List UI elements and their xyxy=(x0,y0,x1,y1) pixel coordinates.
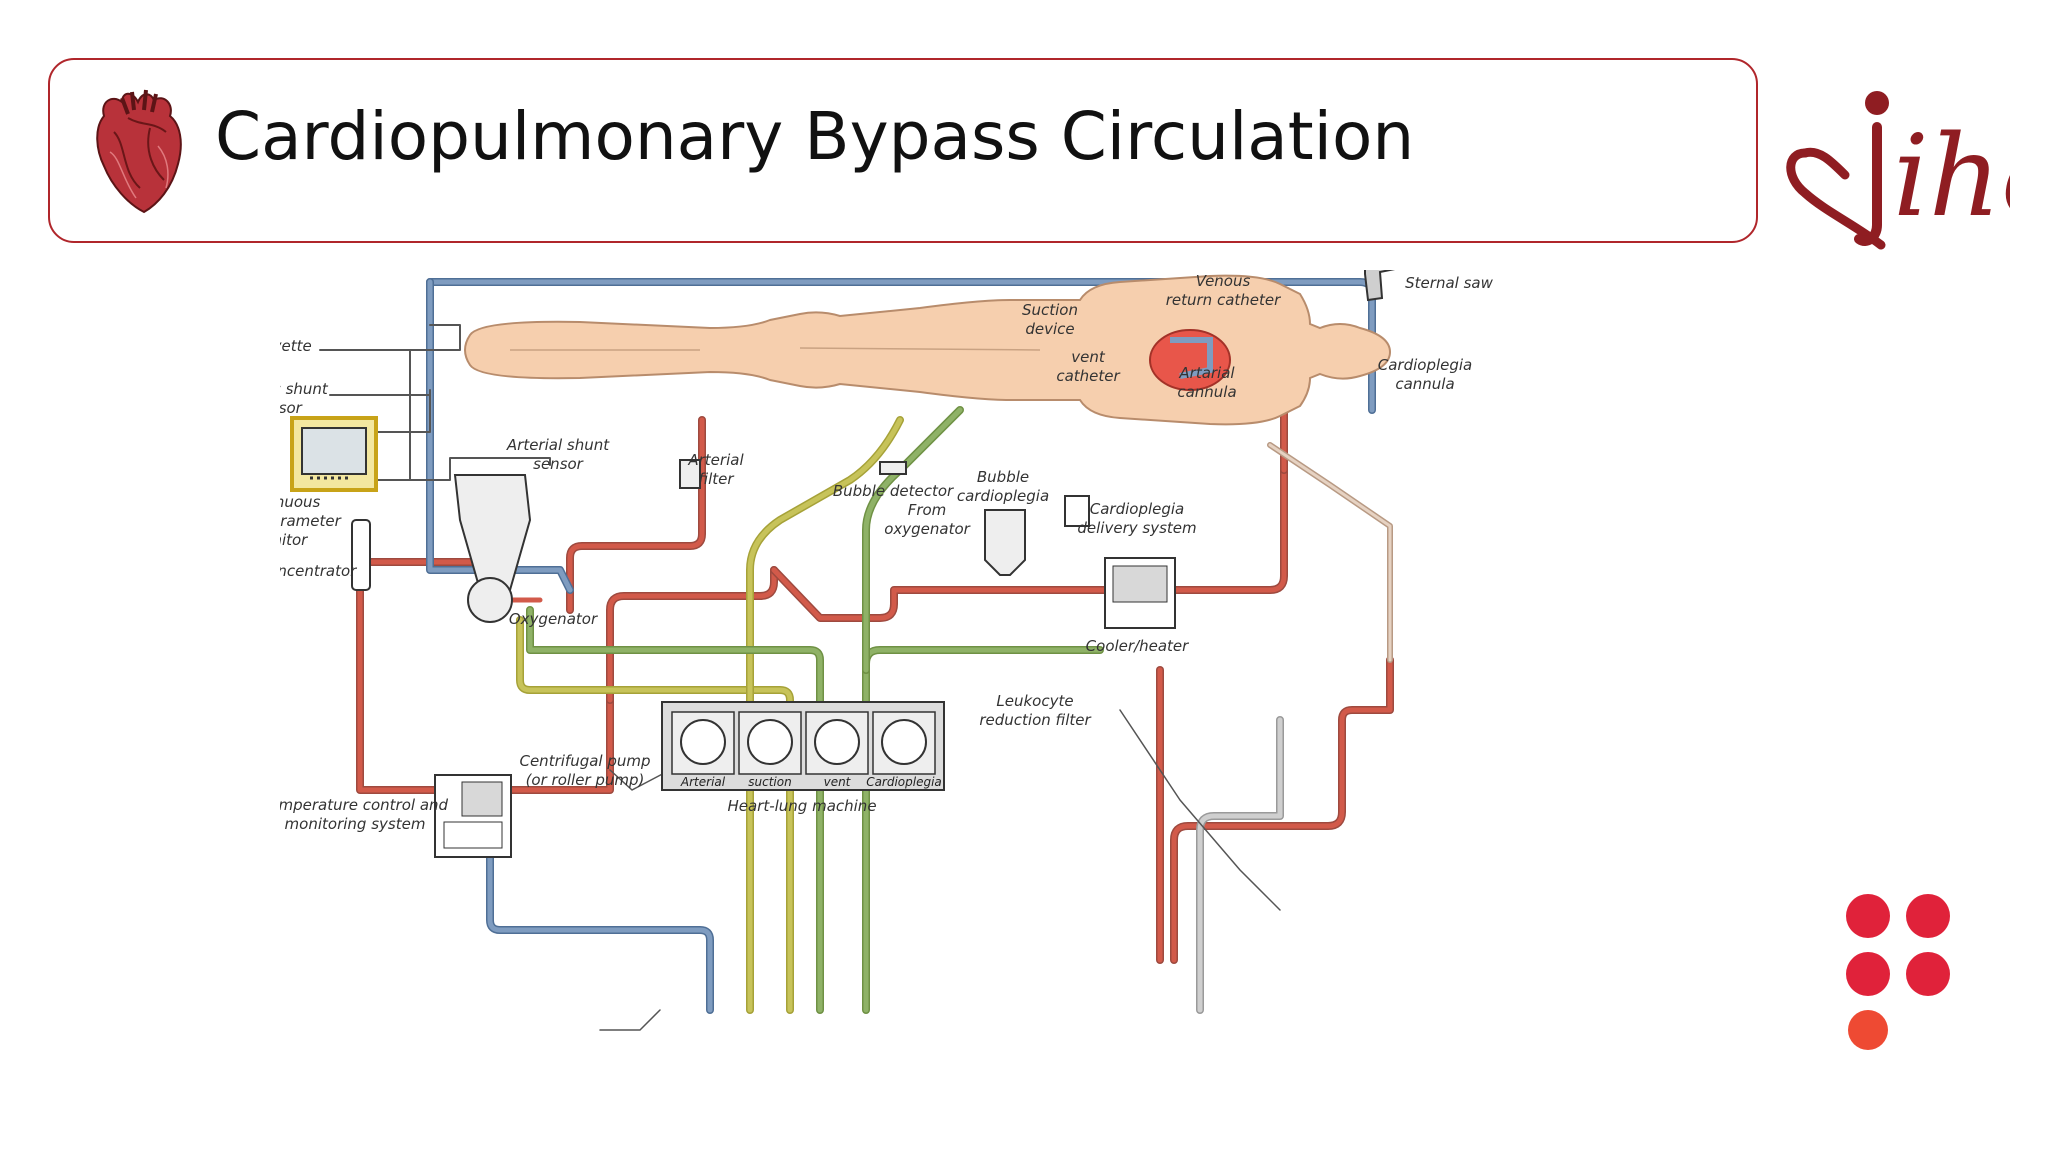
cardioplegia-bag xyxy=(984,509,1026,576)
svg-text:Artarial: Artarial xyxy=(1178,364,1235,382)
svg-text:Bubble: Bubble xyxy=(977,468,1029,486)
pump-label: vent xyxy=(824,775,852,789)
temperature-control-device xyxy=(434,774,512,858)
heart-lung-machine: Arterial suction vent Cardioplegia xyxy=(661,701,945,791)
svg-text:cannula: cannula xyxy=(1177,383,1236,401)
svg-text:blood parameter: blood parameter xyxy=(280,512,342,530)
cooler-heater-device xyxy=(1104,557,1176,629)
page-title: Cardiopulmonary Bypass Circulation xyxy=(215,98,1415,175)
svg-text:Arterial: Arterial xyxy=(687,451,744,469)
labels: Venous return catheter Sternal saw Sucti… xyxy=(280,272,1494,833)
patient-body xyxy=(464,274,1392,426)
red-dot-grid-icon xyxy=(1846,894,1950,1050)
svg-text:delivery system: delivery system xyxy=(1077,519,1196,537)
svg-text:Venous shunt: Venous shunt xyxy=(280,380,329,398)
pump-label: suction xyxy=(748,775,791,789)
svg-text:Leukocyte: Leukocyte xyxy=(996,692,1073,710)
svg-text:Cooler/heater: Cooler/heater xyxy=(1086,637,1189,655)
svg-text:Oxygenator: Oxygenator xyxy=(509,610,598,628)
hemoconcentrator-device xyxy=(351,519,371,591)
svg-text:Bubble detector: Bubble detector xyxy=(833,482,954,500)
svg-text:Cardioplegia: Cardioplegia xyxy=(1378,356,1473,374)
svg-text:H/S cuvette: H/S cuvette xyxy=(280,337,312,355)
pump-label: Arterial xyxy=(680,775,726,789)
bypass-diagram: Arterial suction vent Cardioplegia Venou… xyxy=(280,270,1494,1031)
arterial-filter-device xyxy=(679,459,701,489)
svg-text:From: From xyxy=(908,501,947,519)
pump-label: Cardioplegia xyxy=(866,775,942,789)
svg-text:monitoring system: monitoring system xyxy=(285,815,426,833)
svg-text:Temperature control and: Temperature control and xyxy=(280,796,449,814)
title-bar: Cardiopulmonary Bypass Circulation xyxy=(48,58,1758,243)
svg-text:Venous: Venous xyxy=(1196,272,1251,290)
svg-text:device: device xyxy=(1025,320,1074,338)
svg-text:Suction: Suction xyxy=(1022,301,1078,319)
svg-text:monitor: monitor xyxy=(280,531,308,549)
cardioplegia-delivery-device xyxy=(1064,495,1090,527)
svg-text:Sternal saw: Sternal saw xyxy=(1405,274,1493,292)
svg-text:filter: filter xyxy=(698,470,734,488)
svg-text:cardioplegia: cardioplegia xyxy=(957,487,1049,505)
svg-text:(or roller pump): (or roller pump) xyxy=(526,771,645,789)
anatomical-heart-icon xyxy=(96,89,182,214)
svg-text:Arterial shunt: Arterial shunt xyxy=(506,436,610,454)
svg-text:Heart-lung machine: Heart-lung machine xyxy=(727,797,876,815)
svg-text:Hemoconcentrator: Hemoconcentrator xyxy=(280,562,357,580)
logo-text: ihc xyxy=(1893,112,2010,242)
svg-text:oxygenator: oxygenator xyxy=(884,520,970,538)
svg-text:sensor: sensor xyxy=(533,455,584,473)
svg-text:catheter: catheter xyxy=(1056,367,1120,385)
svg-text:Cardioplegia: Cardioplegia xyxy=(1090,500,1185,518)
oxygenator-device xyxy=(453,474,532,623)
heart-person-logo: ihc xyxy=(1786,91,2010,250)
svg-text:sensor: sensor xyxy=(280,399,303,417)
svg-text:Centrifugal pump: Centrifugal pump xyxy=(519,752,650,770)
svg-text:cannula: cannula xyxy=(1395,375,1454,393)
svg-text:return catheter: return catheter xyxy=(1166,291,1281,309)
bubble-detector-device xyxy=(879,461,907,475)
svg-text:vent: vent xyxy=(1071,348,1106,366)
sternal-saw-icon xyxy=(1364,270,1396,302)
svg-text:reduction filter: reduction filter xyxy=(979,711,1091,729)
monitor-device xyxy=(290,416,378,492)
svg-text:Continuous: Continuous xyxy=(280,493,321,511)
